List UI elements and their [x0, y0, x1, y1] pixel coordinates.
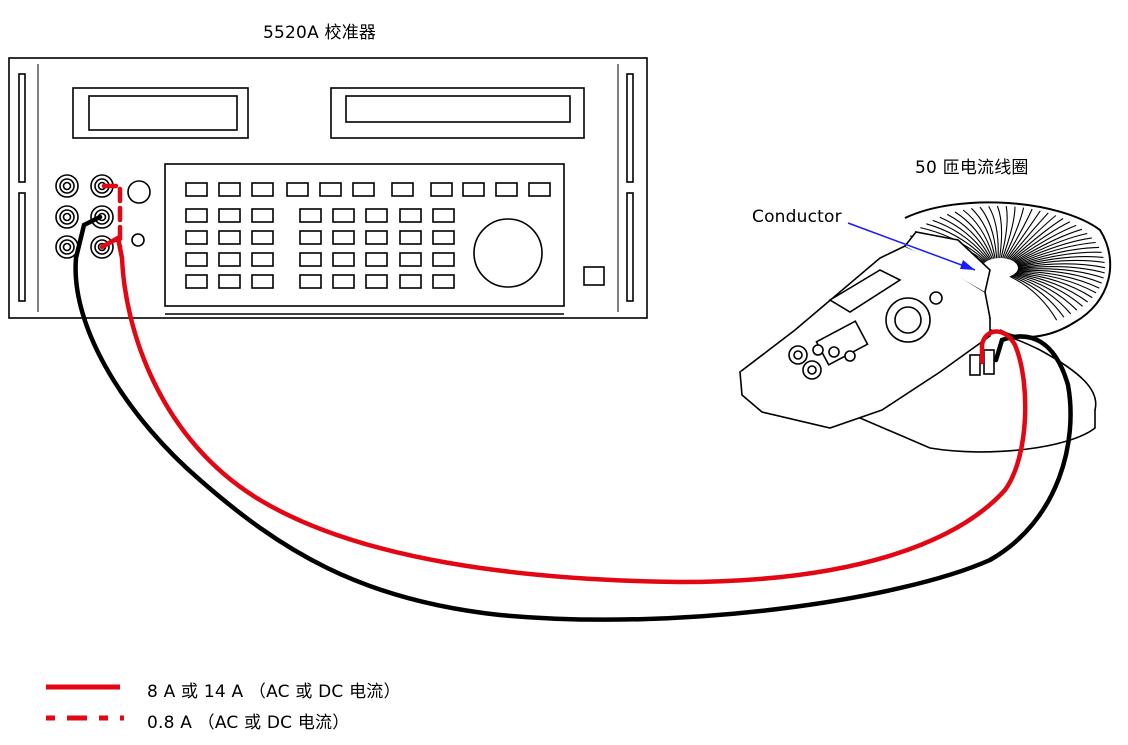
coil-winding [1017, 251, 1102, 267]
key [399, 208, 422, 223]
coil-winding [1014, 272, 1089, 303]
coil-winding [1010, 275, 1065, 318]
coil-winding [939, 216, 991, 261]
key [365, 208, 388, 223]
coil-winding [1010, 218, 1064, 261]
key [251, 208, 274, 223]
coil-winding [954, 211, 993, 260]
coil-winding [1017, 256, 1104, 267]
legend-dashed-label: 0.8 A （AC 或 DC 电流） [147, 713, 350, 733]
coil-winding [1017, 263, 1106, 269]
coil-winding [1017, 266, 1105, 274]
key [399, 274, 422, 289]
coil-winding [1011, 221, 1071, 261]
conductor-label: Conductor [752, 207, 842, 227]
keypad [185, 182, 605, 289]
key [332, 230, 355, 245]
coil-winding [1002, 206, 1016, 259]
coil-winding [1015, 237, 1092, 264]
coil-winding [1006, 210, 1041, 260]
key [399, 252, 422, 267]
coil-winding [1015, 272, 1093, 299]
coil-winding [1011, 274, 1072, 315]
test-leads [73, 183, 1073, 622]
key [432, 230, 455, 245]
key [299, 230, 322, 245]
key [251, 230, 274, 245]
coil-winding [1013, 274, 1078, 311]
key [399, 230, 422, 245]
coil-winding [1014, 232, 1088, 263]
coil-winding [1003, 207, 1025, 259]
key [332, 252, 355, 267]
coil-winding [1017, 268, 1104, 279]
coil-winding [1000, 205, 1008, 259]
coil-winding [988, 206, 999, 259]
coil-winding [1016, 271, 1097, 294]
key [365, 274, 388, 289]
conductor-arrow [847, 222, 976, 271]
coil-winding [979, 206, 998, 259]
key [432, 274, 455, 289]
coil-winding [1017, 259, 1105, 268]
coil-title: 50 匝电流线圈 [915, 158, 1029, 178]
key [218, 274, 241, 289]
coil-winding [1016, 246, 1100, 266]
coil-winding [1005, 208, 1033, 259]
key [185, 208, 208, 223]
clamp-meter [738, 231, 995, 429]
coil-winding [946, 213, 992, 260]
key [432, 208, 455, 223]
key [185, 274, 208, 289]
coil-winding [996, 205, 1003, 259]
coil-winding [1014, 273, 1083, 307]
coil-winding [1007, 212, 1049, 260]
left-display [72, 87, 249, 139]
legend-solid-label: 8 A 或 14 A （AC 或 DC 电流） [147, 682, 401, 702]
legend [46, 684, 124, 721]
coil-winding [1016, 270, 1100, 289]
coil-winding [1009, 275, 1058, 321]
coil-winding [962, 209, 995, 259]
red-lead-solid [99, 234, 1028, 585]
key [218, 208, 241, 223]
coil-winding [926, 223, 988, 262]
coil-winding [1009, 215, 1057, 260]
key [218, 230, 241, 245]
key [251, 274, 274, 289]
key [299, 208, 322, 223]
key [299, 252, 322, 267]
conductor-arrowhead [960, 260, 975, 270]
key [332, 208, 355, 223]
coil-winding [1016, 241, 1096, 265]
key [299, 274, 322, 289]
right-display [330, 87, 585, 139]
key [251, 252, 274, 267]
key [365, 230, 388, 245]
black-lead [73, 214, 1073, 622]
key [432, 252, 455, 267]
key [332, 274, 355, 289]
calibrator-title: 5520A 校准器 [263, 23, 377, 43]
key [185, 252, 208, 267]
coil-winding [1013, 228, 1083, 263]
key [185, 230, 208, 245]
red-lead-dashed [101, 183, 123, 251]
key [218, 252, 241, 267]
coil-winding [1017, 269, 1103, 284]
key [365, 252, 388, 267]
coil-winding [1012, 224, 1077, 262]
coil-winding [932, 219, 989, 261]
coil-winding [971, 207, 996, 259]
